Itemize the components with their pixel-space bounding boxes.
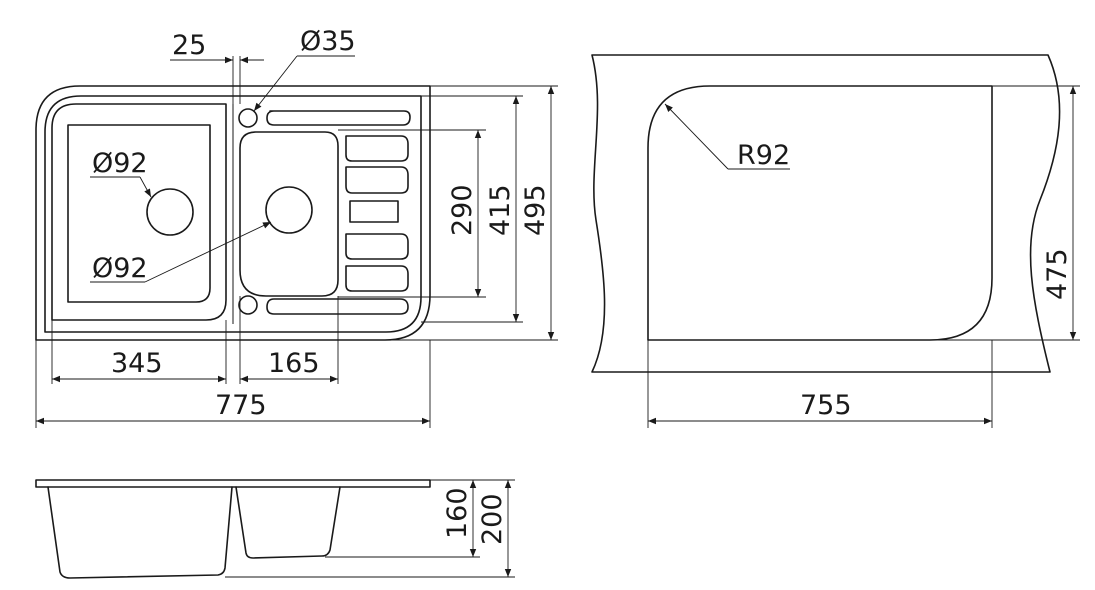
dia-92-leader-1 — [139, 176, 152, 198]
dim-25-label: 25 — [172, 30, 206, 61]
dim-475-label: 475 — [1042, 248, 1073, 300]
r92-leader — [664, 103, 729, 170]
drainer-groove-4 — [345, 233, 409, 260]
dim-755-label: 755 — [800, 390, 852, 421]
dim-290-label: 290 — [447, 184, 478, 236]
side-small-bowl — [235, 486, 341, 559]
main-bowl-inner — [67, 124, 211, 303]
small-bowl — [239, 131, 339, 297]
drainer-groove-3 — [349, 200, 399, 223]
drain-slot-top — [266, 110, 411, 126]
cutout-shape — [647, 85, 993, 341]
small-drain-circle — [265, 186, 313, 234]
sink-inner-rim — [44, 95, 422, 333]
drainer-groove-1 — [345, 135, 409, 162]
dim-165-label: 165 — [268, 348, 320, 379]
dim-415-label: 415 — [485, 184, 516, 236]
drainer-groove-2 — [345, 166, 409, 194]
side-view: 160 200 — [35, 479, 515, 579]
dia-92-leader-2 — [144, 221, 272, 283]
countertop-outline — [591, 54, 1061, 373]
drainer-groove-5 — [345, 265, 409, 292]
sink-outer-rim — [35, 85, 431, 341]
dim-160-label: 160 — [442, 487, 473, 539]
tap-hole-bottom — [238, 295, 258, 315]
r92-label: R92 — [737, 140, 790, 171]
dim-345-label: 345 — [111, 348, 163, 379]
drain-slot-bottom — [266, 298, 409, 315]
side-main-bowl — [47, 486, 233, 579]
main-drain-circle — [146, 188, 194, 236]
dim-495-label: 495 — [520, 184, 551, 236]
main-bowl-outer — [51, 103, 227, 321]
side-rim — [35, 479, 431, 488]
dia-35-label: Ø35 — [300, 26, 356, 57]
dim-200-label: 200 — [477, 493, 508, 545]
dim-775-label: 775 — [215, 390, 267, 421]
top-view: Ø92 Ø92 Ø35 25 345 165 775 290 — [35, 26, 558, 428]
dia-92-label-2: Ø92 — [92, 253, 148, 284]
dia-35-leader — [253, 55, 298, 112]
dia-92-label-1: Ø92 — [92, 148, 148, 179]
tap-hole-top — [238, 108, 258, 128]
cutout-view: R92 755 475 — [591, 54, 1080, 428]
